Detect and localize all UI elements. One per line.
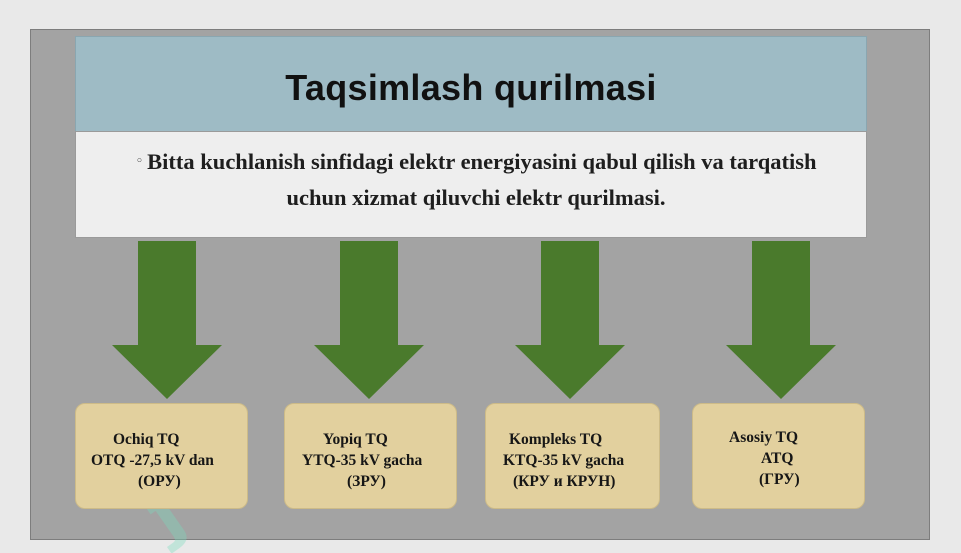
down-arrow-icon [515, 241, 625, 399]
slide-title: Taqsimlash qurilmasi [285, 67, 657, 108]
definition-box: ◦Bitta kuchlanish sinfidagi elektr energ… [75, 131, 867, 238]
node-kompleks-tq: Kompleks TQ KTQ-35 kV gacha (КРУ и КРУН) [485, 403, 660, 509]
node-line: Kompleks TQ [509, 431, 603, 448]
node-line: (КРУ и КРУН) [513, 473, 616, 490]
node-yopiq-tq: Yopiq TQ YTQ-35 kV gacha (ЗРУ) [284, 403, 457, 509]
down-arrow-icon [112, 241, 222, 399]
node-ochiq-tq: Ochiq TQ OTQ -27,5 kV dan (ОРУ) [75, 403, 248, 509]
node-line: Yopiq TQ [323, 431, 388, 448]
node-line: Ochiq TQ [113, 431, 180, 448]
node-line: (ОРУ) [138, 473, 181, 490]
bullet-icon: ◦ [135, 154, 144, 169]
node-line: Asosiy TQ [729, 429, 799, 446]
title-box: Taqsimlash qurilmasi [75, 36, 867, 134]
node-line: OTQ -27,5 kV dan [91, 452, 214, 469]
definition-text: ◦Bitta kuchlanish sinfidagi elektr energ… [106, 144, 846, 216]
node-line: (ЗРУ) [347, 473, 386, 490]
node-asosiy-tq: Asosiy TQ ATQ (ГРУ) [692, 403, 865, 509]
down-arrow-icon [314, 241, 424, 399]
definition-body: Bitta kuchlanish sinfidagi elektr energi… [147, 149, 817, 210]
down-arrow-icon [726, 241, 836, 399]
node-line: ATQ [761, 450, 794, 467]
node-line: YTQ-35 kV gacha [302, 452, 423, 469]
node-line: (ГРУ) [759, 471, 800, 488]
node-line: KTQ-35 kV gacha [503, 452, 625, 469]
